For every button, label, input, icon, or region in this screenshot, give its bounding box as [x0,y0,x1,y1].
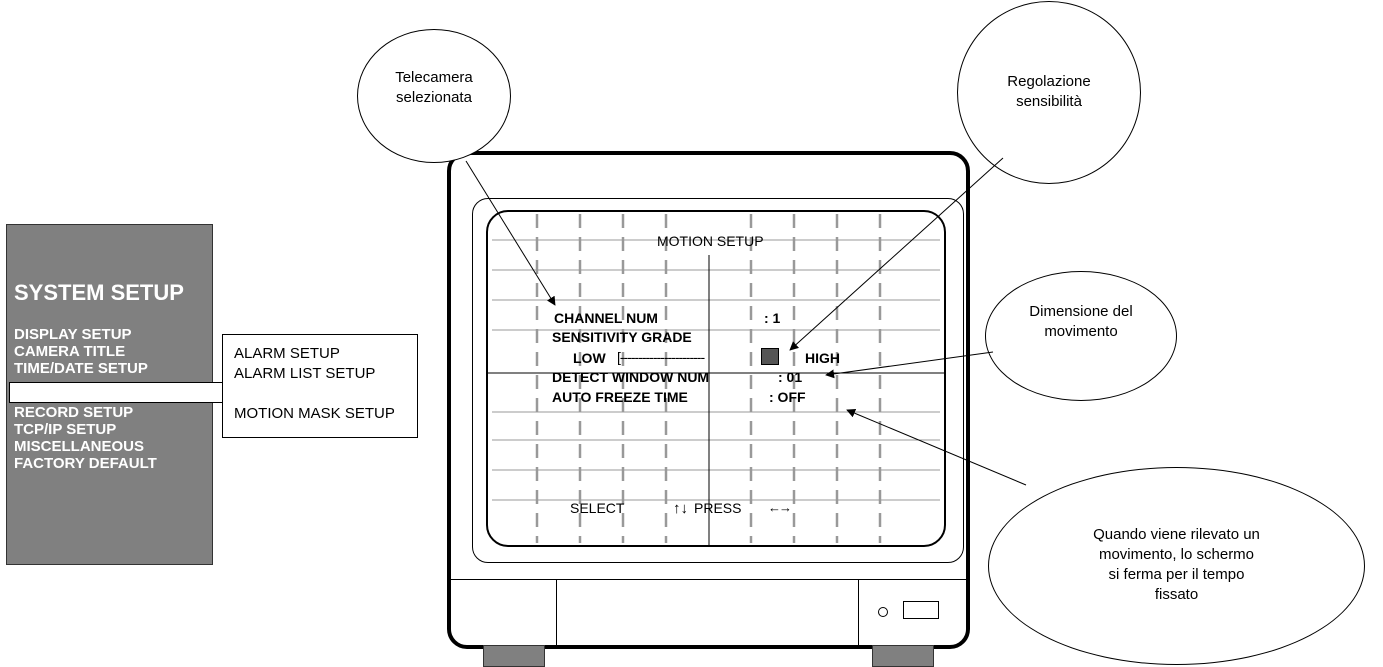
callout-freeze-bubble [988,467,1365,665]
callout-motion-size-line1: Dimensione del [1029,303,1133,320]
freeze-leader-arrow [846,408,1027,486]
osd-high-label: HIGH [805,350,840,366]
osd-detect-window-label: DETECT WINDOW NUM [552,369,710,385]
osd-sensitivity-slider-knob[interactable] [761,348,779,365]
monitor-base-line [451,579,966,580]
osd-footer-press: PRESS [694,500,742,516]
callout-freeze-line1: Quando viene rilevato un [1093,526,1260,543]
motion-size-leader-arrow [825,351,994,379]
callout-camera-text: Telecamera selezionata [357,68,511,108]
osd-sensitivity-label: SENSITIVITY GRADE [552,329,692,345]
menu-item-tcpip-setup[interactable]: TCP/IP SETUP [14,421,117,438]
callout-sensitivity-text: Regolazione sensibilità [957,72,1141,112]
submenu-item-alarm-list-setup[interactable]: ALARM LIST SETUP [234,365,376,382]
updown-arrows-icon: ↑↓ [673,500,688,517]
camera-leader-arrow [465,160,556,306]
callout-camera-line2: selezionata [396,89,472,106]
power-button[interactable] [903,601,939,619]
callout-freeze-line4: fissato [1154,586,1199,603]
callout-camera-bubble [357,29,511,163]
osd-detect-window-value[interactable]: : 01 [778,369,803,385]
osd-channel-value[interactable]: : 1 [764,310,781,326]
submenu-item-motion-mask-setup[interactable]: MOTION MASK SETUP [234,405,395,422]
menu-item-time-date-setup[interactable]: TIME/DATE SETUP [14,360,148,377]
callout-sensitivity-line1: Regolazione [1007,73,1091,90]
menu-item-miscellaneous[interactable]: MISCELLANEOUS [14,438,145,455]
leftright-arrows-icon: ←→ [768,500,792,515]
osd-low-label: LOW [573,350,606,366]
system-setup-title: SYSTEM SETUP [14,280,184,305]
osd-footer-select: SELECT [570,500,625,516]
callout-camera-line1: Telecamera [395,69,473,86]
menu-item-factory-default[interactable]: FACTORY DEFAULT [14,455,157,472]
monitor-bezel [472,198,964,563]
osd-auto-freeze-value[interactable]: : OFF [769,389,806,405]
sensitivity-leader-arrow [789,157,1004,351]
submenu-item-alarm-setup[interactable]: ALARM SETUP [234,345,340,362]
monitor-screen [486,210,946,547]
callout-motion-size-text: Dimensione del movimento [985,302,1177,342]
osd-channel-label: CHANNEL NUM [554,310,658,326]
callout-sensitivity-bubble [957,1,1141,184]
callout-sensitivity-line2: sensibilità [1016,93,1082,110]
osd-sensitivity-slider-track[interactable]: [----------------------- [617,349,705,365]
alarm-submenu [222,334,418,438]
monitor-base-divider-right [858,579,859,645]
menu-item-record-setup[interactable]: RECORD SETUP [14,404,134,421]
callout-freeze-text: Quando viene rilevato un movimento, lo s… [988,525,1365,605]
callout-freeze-line3: si ferma per il tempo [1108,566,1245,583]
menu-item-camera-title[interactable]: CAMERA TITLE [14,343,126,360]
menu-item-display-setup[interactable]: DISPLAY SETUP [14,326,132,343]
callout-motion-size-line2: movimento [1044,323,1118,340]
callout-motion-size-bubble [985,271,1177,401]
power-led-icon [878,607,888,617]
monitor-base-divider [556,579,557,645]
osd-auto-freeze-label: AUTO FREEZE TIME [552,389,688,405]
callout-freeze-line2: movimento, lo schermo [1098,546,1255,563]
osd-title: MOTION SETUP [657,233,764,249]
